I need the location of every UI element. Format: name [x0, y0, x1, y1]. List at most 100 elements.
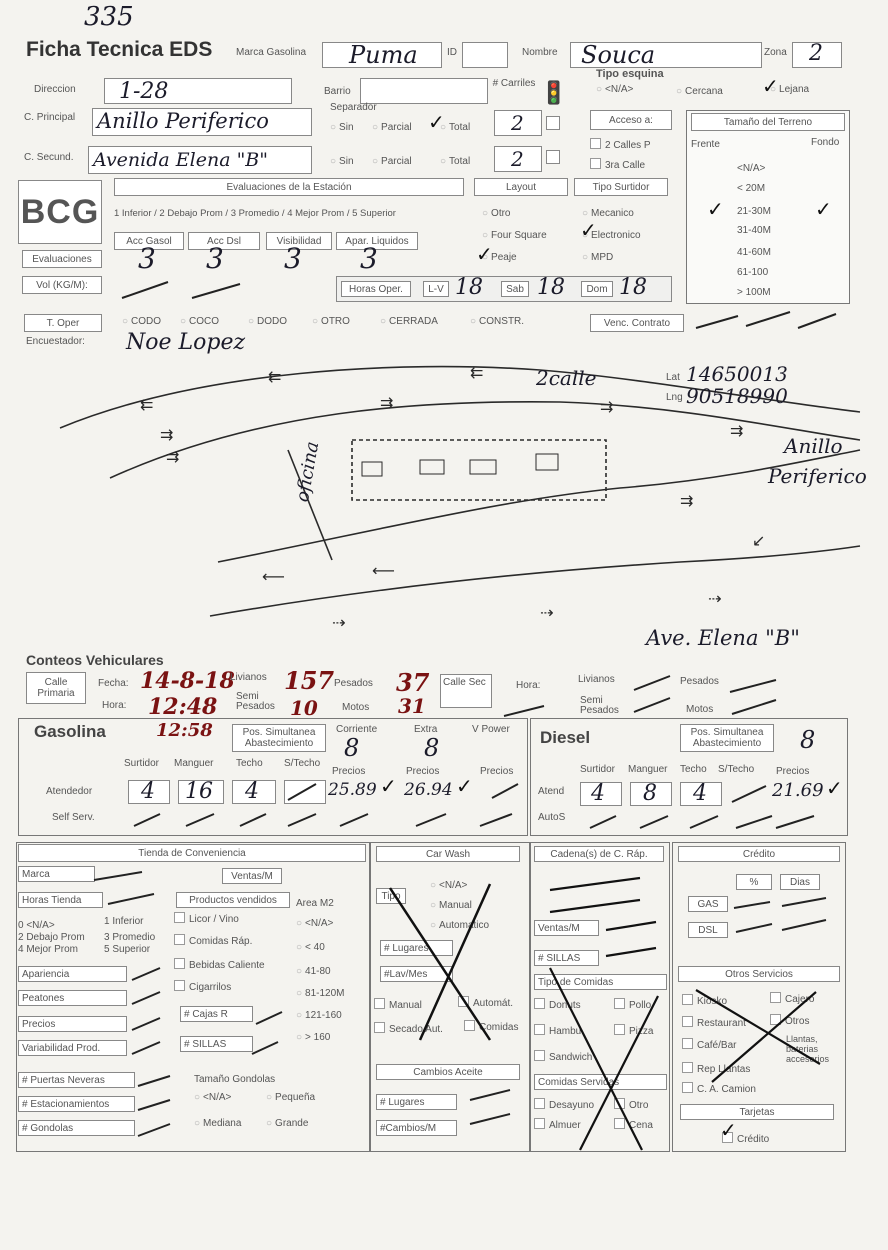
servida-cena-checkbox[interactable]: Cena	[614, 1118, 653, 1131]
gondola-pequena-option[interactable]: Pequeña	[266, 1092, 315, 1103]
acceso-3ra-checkbox[interactable]: 3ra Calle	[590, 158, 645, 171]
terreno-row-na[interactable]: <N/A>	[737, 163, 766, 174]
comida-hambu-checkbox[interactable]: Hambu.	[534, 1024, 584, 1037]
terreno-row-31-40[interactable]: 31-40M	[737, 225, 771, 236]
carwash-automat-checkbox[interactable]: Automát.	[458, 996, 513, 1009]
carwash-lav-label: #Lav/Mes	[380, 966, 453, 982]
servida-almuer-checkbox[interactable]: Almuer	[534, 1118, 581, 1131]
carwash-secado-checkbox[interactable]: Secado Aut.	[374, 1022, 443, 1035]
servida-desayuno-checkbox[interactable]: Desayuno	[534, 1098, 594, 1111]
servicio-cajero-checkbox[interactable]: Cajero	[770, 992, 814, 1005]
surtidor-mecanico-option[interactable]: Mecanico	[582, 208, 634, 219]
gondola-na-option[interactable]: <N/A>	[194, 1092, 231, 1103]
principal-field[interactable]: Anillo Periferico	[92, 108, 312, 136]
toper-cerrada-option[interactable]: CERRADA	[380, 316, 438, 327]
terreno-row-61-100[interactable]: 61-100	[737, 267, 769, 278]
servicio-otros-checkbox[interactable]: Otros	[770, 1014, 809, 1027]
toper-coco-option[interactable]: COCO	[180, 316, 219, 327]
carriles-secund-field[interactable]: 2	[494, 146, 542, 172]
sep2-sin-option[interactable]: Sin	[330, 156, 353, 167]
tarjeta-credito-checkbox[interactable]: Crédito	[722, 1132, 769, 1145]
secund-field[interactable]: Avenida Elena "B"	[88, 146, 312, 174]
comida-donuts-checkbox[interactable]: Donuts	[534, 998, 581, 1011]
surtidor-mpd-option[interactable]: MPD	[582, 252, 613, 263]
gas-stecho-field[interactable]	[284, 780, 326, 804]
sep-sin-option[interactable]: Sin	[330, 122, 353, 133]
esquina-cercana-option[interactable]: Cercana	[676, 86, 723, 97]
prod-licor-checkbox[interactable]: Licor / Vino	[174, 912, 239, 925]
carriles-secund-checkbox[interactable]	[546, 150, 560, 164]
comida-sandwich-checkbox[interactable]: Sandwich	[534, 1050, 592, 1063]
gas-techo-field[interactable]: 4	[232, 779, 276, 804]
lv-label: L-V	[423, 281, 449, 297]
toper-codo-option[interactable]: CODO	[122, 316, 161, 327]
tienda-ventas-label: Ventas/M	[222, 868, 282, 884]
barrio-field[interactable]	[360, 78, 488, 104]
hora-value-end: 12:58	[156, 720, 213, 741]
marca-field[interactable]: Puma	[322, 41, 442, 69]
layout-peaje-option[interactable]: Peaje	[482, 252, 517, 263]
area-121-160-option[interactable]: 121-160	[296, 1010, 342, 1021]
cadena-crossout	[549, 876, 659, 1151]
zona-label: Zona	[764, 47, 787, 58]
prod-bebidas-checkbox[interactable]: Bebidas Caliente	[174, 958, 265, 971]
carwash-na-option[interactable]: <N/A>	[430, 880, 467, 891]
dsl-surtidor-field[interactable]: 4	[580, 781, 622, 806]
tienda-marca-label: Marca	[18, 866, 95, 882]
gas-surtidor-field[interactable]: 4	[128, 779, 170, 804]
servicio-kiosko-checkbox[interactable]: Kiosko	[682, 994, 727, 1007]
dsl-techo-field[interactable]: 4	[680, 781, 722, 806]
servicio-camion-checkbox[interactable]: C. A. Camion	[682, 1082, 756, 1095]
toper-dodo-option[interactable]: DODO	[248, 316, 287, 327]
servicio-cafe-checkbox[interactable]: Café/Bar	[682, 1038, 736, 1051]
area-na-option[interactable]: <N/A>	[296, 918, 333, 929]
esquina-lejana-option[interactable]: Lejana	[770, 84, 809, 95]
gondola-mediana-option[interactable]: Mediana	[194, 1118, 241, 1129]
terreno-row-100[interactable]: > 100M	[737, 287, 771, 298]
area-160-option[interactable]: > 160	[296, 1032, 330, 1043]
dsl-manguer-field[interactable]: 8	[630, 781, 672, 806]
terreno-row-21-30[interactable]: 21-30M	[737, 206, 771, 217]
carwash-automatico-option[interactable]: Automatico	[430, 920, 489, 931]
terreno-row-20[interactable]: < 20M	[737, 183, 766, 194]
sep2-total-option[interactable]: Total	[440, 156, 470, 167]
direccion-field[interactable]: 1-28	[104, 78, 292, 104]
sep-total-option[interactable]: Total	[440, 122, 470, 133]
servicio-restaurant-checkbox[interactable]: Restaurant	[682, 1016, 746, 1029]
nombre-field[interactable]: Souca	[570, 41, 762, 69]
gas-manguer-field[interactable]: 16	[178, 779, 224, 804]
area-41-80-option[interactable]: 41-80	[296, 966, 331, 977]
servida-otro-checkbox[interactable]: Otro	[614, 1098, 648, 1111]
gas-col-stecho: S/Techo	[284, 758, 321, 769]
carwash-comidas-checkbox[interactable]: Comidas	[464, 1020, 518, 1033]
cadena-title: Cadena(s) de C. Ráp.	[534, 846, 664, 862]
sep-parcial-option[interactable]: Parcial	[372, 122, 412, 133]
surtidor-electronico-option[interactable]: Electronico	[582, 230, 640, 241]
scale-5: 5 Superior	[104, 944, 151, 955]
esquina-na-option[interactable]: <N/A>	[596, 84, 633, 95]
terreno-row-41-60[interactable]: 41-60M	[737, 247, 771, 258]
servicio-llantas-label[interactable]: Llantas, baterias accesorios	[786, 1034, 830, 1064]
gas-techo-value: 4	[245, 779, 259, 804]
toper-constr-option[interactable]: CONSTR.	[470, 316, 524, 327]
comida-pollo-checkbox[interactable]: Pollo	[614, 998, 651, 1011]
zona-field[interactable]: 2	[792, 41, 842, 68]
servicio-rep-llantas-checkbox[interactable]: Rep Llantas	[682, 1062, 750, 1075]
carwash-manual-checkbox[interactable]: Manual	[374, 998, 422, 1011]
id-field[interactable]	[462, 42, 508, 68]
gondola-grande-option[interactable]: Grande	[266, 1118, 308, 1129]
precio-corriente-check: ✓	[380, 776, 397, 798]
carwash-manual-option[interactable]: Manual	[430, 900, 472, 911]
layout-foursquare-option[interactable]: Four Square	[482, 230, 547, 241]
area-40-option[interactable]: < 40	[296, 942, 325, 953]
layout-otro-option[interactable]: Otro	[482, 208, 510, 219]
sep2-parcial-option[interactable]: Parcial	[372, 156, 412, 167]
acceso-2calles-checkbox[interactable]: 2 Calles P	[590, 138, 651, 151]
carriles-principal-field[interactable]: 2	[494, 110, 542, 136]
area-81-120-option[interactable]: 81-120M	[296, 988, 344, 999]
toper-otro-option[interactable]: OTRO	[312, 316, 350, 327]
carriles-principal-checkbox[interactable]	[546, 116, 560, 130]
prod-comidas-checkbox[interactable]: Comidas Ráp.	[174, 934, 252, 947]
fecha-value: 14-8-18	[140, 668, 235, 694]
prod-cigarrillos-checkbox[interactable]: Cigarrilos	[174, 980, 231, 993]
